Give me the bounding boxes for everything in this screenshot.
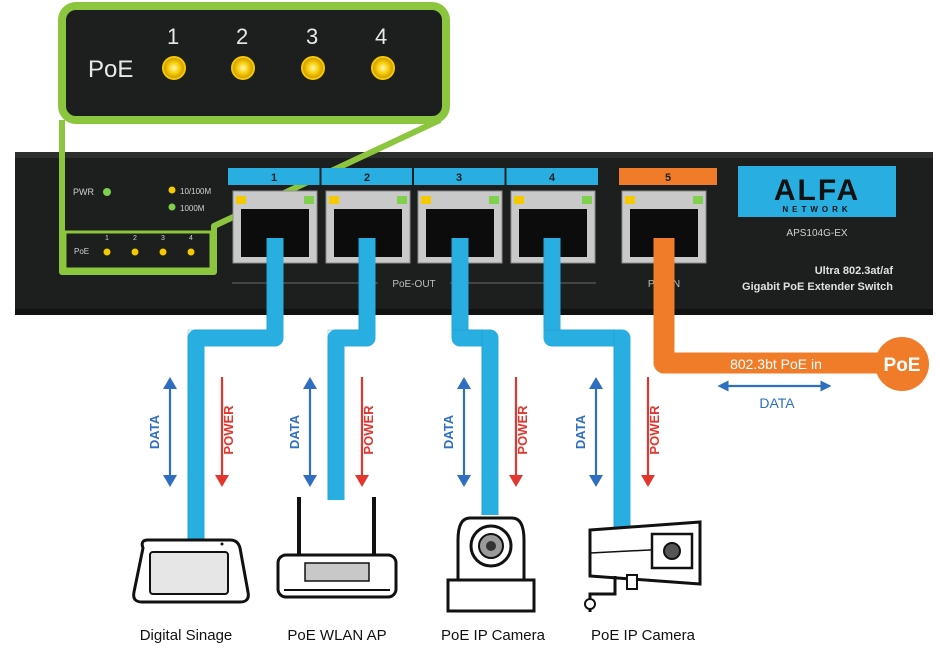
power-label-2: POWER	[361, 405, 376, 455]
ptz-camera-icon	[446, 516, 536, 613]
zoom-led-1	[162, 56, 186, 80]
power-arrow-head-3	[509, 475, 523, 487]
port-label-3: 3	[456, 172, 462, 184]
power-label-4: POWER	[647, 405, 662, 455]
cable-port-3	[451, 238, 499, 515]
power-label-1: POWER	[221, 405, 236, 455]
pwr-label: PWR	[73, 187, 94, 197]
zoom-port-num-2: 2	[236, 24, 248, 49]
zoom-port-num-3: 3	[306, 24, 318, 49]
flow-pair-2: DATA POWER	[287, 377, 376, 487]
cable-port-1	[187, 238, 284, 540]
data-arrow-head-up-4	[589, 377, 603, 389]
data-label-4: DATA	[573, 414, 588, 449]
rj45-ports	[232, 190, 707, 264]
rj45-port-5	[621, 190, 707, 264]
flow-pair-4: DATA POWER	[573, 377, 662, 487]
cable-port-2	[327, 238, 376, 500]
led-zoom-callout: PoE 1 2 3 4	[58, 2, 450, 275]
poe-badge-text: PoE	[884, 355, 921, 376]
poe-badge: PoE	[875, 337, 929, 391]
poe-out-cables	[187, 238, 631, 540]
status-led-panel: PWR 10/100M 1000M PoE 1 2 3 4	[73, 186, 211, 256]
power-arrow-head-2	[355, 475, 369, 487]
data-arrow-head-down-1	[163, 475, 177, 487]
flow-pair-1: DATA POWER	[147, 377, 236, 487]
poe-led-num-3: 3	[161, 235, 165, 242]
power-arrow-head-1	[215, 475, 229, 487]
data-arrow-head-down-3	[457, 475, 471, 487]
zoom-led-4	[371, 56, 395, 80]
poe-led-num-4: 4	[189, 235, 193, 242]
port-label-1: 1	[271, 172, 277, 184]
poe-led-4	[187, 248, 195, 256]
data-label-3: DATA	[441, 414, 456, 449]
legend-speed-2: 1000M	[180, 204, 205, 213]
uplink-port-label: 5	[665, 172, 671, 184]
zoom-led-3	[301, 56, 325, 80]
legend-speed-led-2	[168, 203, 176, 211]
cable-port-4	[543, 238, 631, 528]
desc-line-2: Gigabit PoE Extender Switch	[742, 281, 893, 293]
poe-led-2	[131, 248, 139, 256]
bullet-camera-icon	[584, 520, 702, 612]
poe-led-num-2: 2	[133, 235, 137, 242]
port-label-bars: 1 2 3 4 5	[228, 168, 717, 185]
poe-led-label: PoE	[74, 247, 89, 256]
zoom-led-2	[231, 56, 255, 80]
pwr-led	[103, 188, 111, 196]
device-label-3: PoE IP Camera	[441, 627, 546, 644]
poe-out-cable-edges	[187, 238, 615, 540]
port-label-4: 4	[549, 172, 556, 184]
poe-led-3	[159, 248, 167, 256]
data-label-2: DATA	[287, 414, 302, 449]
zoom-poe-label: PoE	[88, 56, 133, 83]
data-arrow-head-up-3	[457, 377, 471, 389]
power-label-3: POWER	[515, 405, 530, 455]
data-label-1: DATA	[147, 414, 162, 449]
data-arrow-head-down-4	[589, 475, 603, 487]
uplink-data-label: DATA	[759, 395, 795, 411]
legend-speed-1: 10/100M	[180, 187, 211, 196]
zoom-port-num-4: 4	[375, 24, 387, 49]
port-label-2: 2	[364, 172, 370, 184]
brand-text: ALFA	[774, 174, 860, 207]
display-icon	[132, 538, 250, 604]
data-arrow-head-up-1	[163, 377, 177, 389]
poe-led-num-1: 1	[105, 235, 109, 242]
device-label-2: PoE WLAN AP	[287, 627, 386, 644]
desc-line-1: Ultra 802.3at/af	[815, 265, 894, 277]
poe-in-cable	[653, 238, 895, 374]
router-icon	[276, 497, 398, 599]
poe-in-cable-label: 802.3bt PoE in	[730, 356, 822, 372]
poe-led-1	[103, 248, 111, 256]
flow-arrows: DATA POWER DATA POWER DATA POWER DATA POWER	[147, 377, 662, 487]
model-label: APS104G-EX	[786, 228, 847, 239]
device-label-4: PoE IP Camera	[591, 627, 696, 644]
data-arrow-head-up-2	[303, 377, 317, 389]
brand-sub-text: NETWORK	[782, 205, 851, 214]
device-label-1: Digital Sinage	[140, 627, 233, 644]
data-arrow-head-down-2	[303, 475, 317, 487]
zoom-port-num-1: 1	[167, 24, 179, 49]
alfa-logo: ALFA NETWORK	[738, 166, 896, 217]
legend-speed-led-1	[168, 186, 176, 194]
power-arrow-head-4	[641, 475, 655, 487]
poe-out-label: PoE-OUT	[392, 279, 435, 290]
flow-pair-3: DATA POWER	[441, 377, 530, 487]
